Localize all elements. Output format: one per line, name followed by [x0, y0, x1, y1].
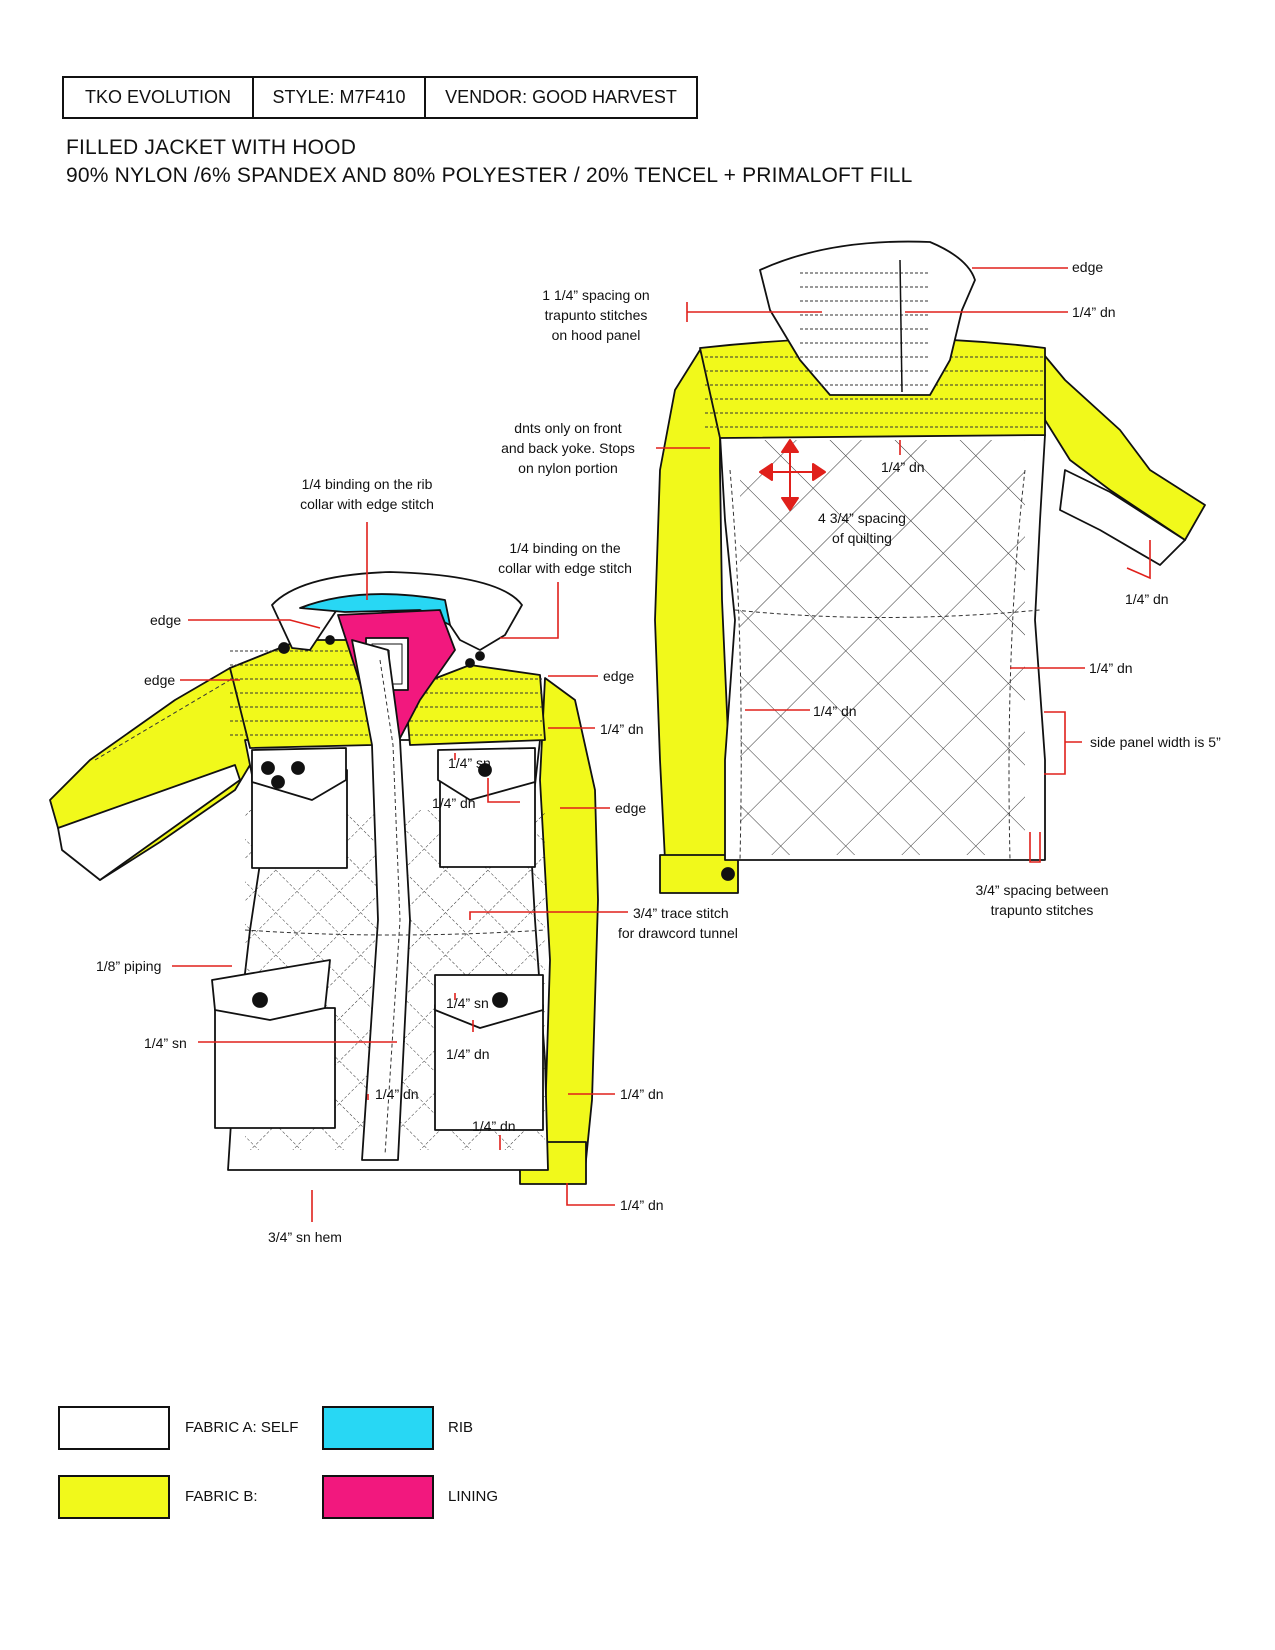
- callout-trapunto-2: trapunto stitches: [991, 902, 1094, 918]
- callout-quilting-1: 4 3/4” spacing: [818, 510, 906, 526]
- legend-fabric-a: FABRIC A: SELF: [185, 1419, 299, 1436]
- vendor-cell: VENDOR: GOOD HARVEST: [445, 87, 677, 107]
- front-view: [49, 571, 599, 1185]
- callout-side-panel: side panel width is 5”: [1090, 734, 1221, 750]
- callout-labels: 1/4 binding on the rib collar with edge …: [96, 259, 1221, 1245]
- callout-dn-yoke: 1/4” dn: [881, 459, 925, 475]
- callout-dn-cuff: 1/4” dn: [620, 1197, 664, 1213]
- chest-snap-left: [291, 761, 305, 775]
- lower-pocket-left: [214, 1007, 336, 1129]
- callout-trace-stitch-1: 3/4” trace stitch: [633, 905, 729, 921]
- back-right-sleeve-lower: [1059, 469, 1186, 566]
- swatch-fabric-b: [58, 1475, 170, 1519]
- callout-quilting-2: of quilting: [832, 530, 892, 546]
- callout-edge-sleeve: edge: [615, 800, 646, 816]
- callout-binding-collar-2: collar with edge stitch: [498, 560, 632, 576]
- lower-snap-left: [252, 992, 268, 1008]
- callout-sn-chest-flap: 1/4” sn: [448, 755, 491, 771]
- swatch-rib: [322, 1406, 434, 1450]
- rib-collar: [299, 593, 451, 626]
- back-cuff-snap: [721, 867, 735, 881]
- callout-dnts-1: dnts only on front: [514, 420, 622, 436]
- callout-dn-back: 1/4” dn: [813, 703, 857, 719]
- callout-hood-spacing-1: 1 1/4” spacing on: [542, 287, 649, 303]
- callout-trace-stitch-2: for drawcord tunnel: [618, 925, 738, 941]
- callout-edge-shoulder-left: edge: [144, 672, 175, 688]
- callout-dn-sleeve-top: 1/4” dn: [600, 721, 644, 737]
- callout-hood-spacing-3: on hood panel: [552, 327, 641, 343]
- callout-dn-lower-pocket: 1/4” dn: [446, 1046, 490, 1062]
- legend-fabric-b: FABRIC B:: [185, 1488, 258, 1505]
- callout-dnts-3: on nylon portion: [518, 460, 618, 476]
- collection-cell: TKO EVOLUTION: [64, 78, 254, 117]
- legend-lining: LINING: [448, 1488, 499, 1505]
- garment-title: FILLED JACKET WITH HOOD: [66, 136, 357, 159]
- callout-edge-collar: edge: [150, 612, 181, 628]
- callout-hem: 3/4” sn hem: [268, 1229, 342, 1245]
- front-placket: [351, 639, 411, 1161]
- callout-dn-hood: 1/4” dn: [1072, 304, 1116, 320]
- chest-snap-right: [478, 763, 492, 777]
- callout-dn-sleeve-back: 1/4” dn: [1125, 591, 1169, 607]
- callout-binding-collar-1: 1/4 binding on the: [509, 540, 621, 556]
- swatch-fabric-a: [58, 1406, 170, 1450]
- lower-flap-right: [434, 974, 544, 1029]
- callout-dn-chest-pocket: 1/4” dn: [432, 795, 476, 811]
- callout-piping: 1/8” piping: [96, 958, 161, 974]
- back-right-sleeve: [1039, 349, 1206, 541]
- lower-snap-right: [492, 992, 508, 1008]
- callout-leaders: [172, 267, 1151, 1222]
- callout-binding-rib-1: 1/4 binding on the rib: [302, 476, 433, 492]
- callout-sn-placket: 1/4” sn: [144, 1035, 187, 1051]
- back-view: [654, 240, 1206, 894]
- callout-dn-sleeve-lower: 1/4” dn: [620, 1086, 664, 1102]
- callout-edge-hood: edge: [1072, 259, 1103, 275]
- callout-sn-lower-flap: 1/4” sn: [446, 995, 489, 1011]
- fabric-content: 90% NYLON /6% SPANDEX AND 80% POLYESTER …: [66, 164, 913, 187]
- sleeve-tab-snap: [271, 775, 285, 789]
- front-left-sleeve-lower: [57, 764, 241, 881]
- callout-edge-shoulder-right: edge: [603, 668, 634, 684]
- callout-dn-side: 1/4” dn: [1089, 660, 1133, 676]
- callout-trapunto-1: 3/4” spacing between: [975, 882, 1108, 898]
- legend-rib: RIB: [448, 1419, 474, 1436]
- swatch-lining: [322, 1475, 434, 1519]
- spec-header-table: TKO EVOLUTION STYLE: M7F410 VENDOR: GOOD…: [62, 76, 698, 119]
- callout-dn-center: 1/4” dn: [375, 1086, 419, 1102]
- callout-hood-spacing-2: trapunto stitches: [545, 307, 648, 323]
- style-cell: STYLE: M7F410: [254, 78, 426, 117]
- lower-flap-left: [211, 959, 331, 1021]
- quilting-spacing-arrows: [759, 439, 826, 511]
- callout-binding-rib-2: collar with edge stitch: [300, 496, 434, 512]
- callout-dn-pocket-bottom: 1/4” dn: [472, 1118, 516, 1134]
- callout-dnts-2: and back yoke. Stops: [501, 440, 635, 456]
